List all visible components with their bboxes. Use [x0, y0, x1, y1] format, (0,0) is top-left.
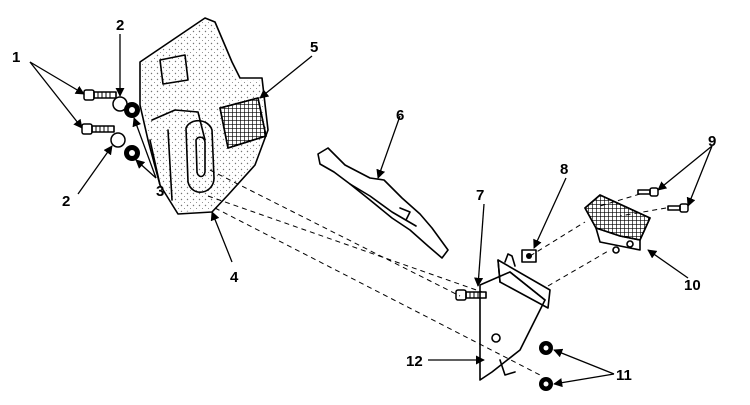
nut-part [521, 249, 537, 263]
assembly-lines [207, 169, 667, 376]
screw-upper [83, 89, 117, 101]
callout-labels: 1 2 2 3 4 5 6 7 8 9 10 11 12 [12, 17, 716, 384]
callout-12: 12 [406, 353, 423, 370]
callout-10: 10 [684, 277, 701, 294]
callout-11: 11 [616, 367, 632, 384]
bolt-part [455, 289, 487, 301]
screw-9-upper [637, 187, 659, 197]
callout-2-upper: 2 [116, 17, 124, 34]
callout-9: 9 [708, 133, 716, 150]
heater-part [584, 194, 651, 254]
grommet-upper [124, 102, 140, 118]
grille-part [219, 97, 267, 149]
screw-9-lower [667, 203, 689, 213]
callout-7: 7 [476, 187, 484, 204]
grommet-lower [124, 145, 140, 161]
bracket-part [479, 253, 551, 381]
nut-11-lower [539, 377, 553, 391]
leader-lines [29, 34, 713, 388]
strap-part [317, 147, 449, 259]
callout-3: 3 [156, 183, 164, 200]
screw-lower [81, 123, 115, 135]
callout-2-lower: 2 [62, 193, 70, 210]
callout-8: 8 [560, 161, 568, 178]
callout-1: 1 [12, 49, 20, 66]
callout-4: 4 [230, 269, 239, 286]
callout-6: 6 [396, 107, 404, 124]
washer-lower [110, 132, 126, 148]
housing-part [139, 17, 269, 215]
callout-5: 5 [310, 39, 318, 56]
nut-11-upper [539, 341, 553, 355]
